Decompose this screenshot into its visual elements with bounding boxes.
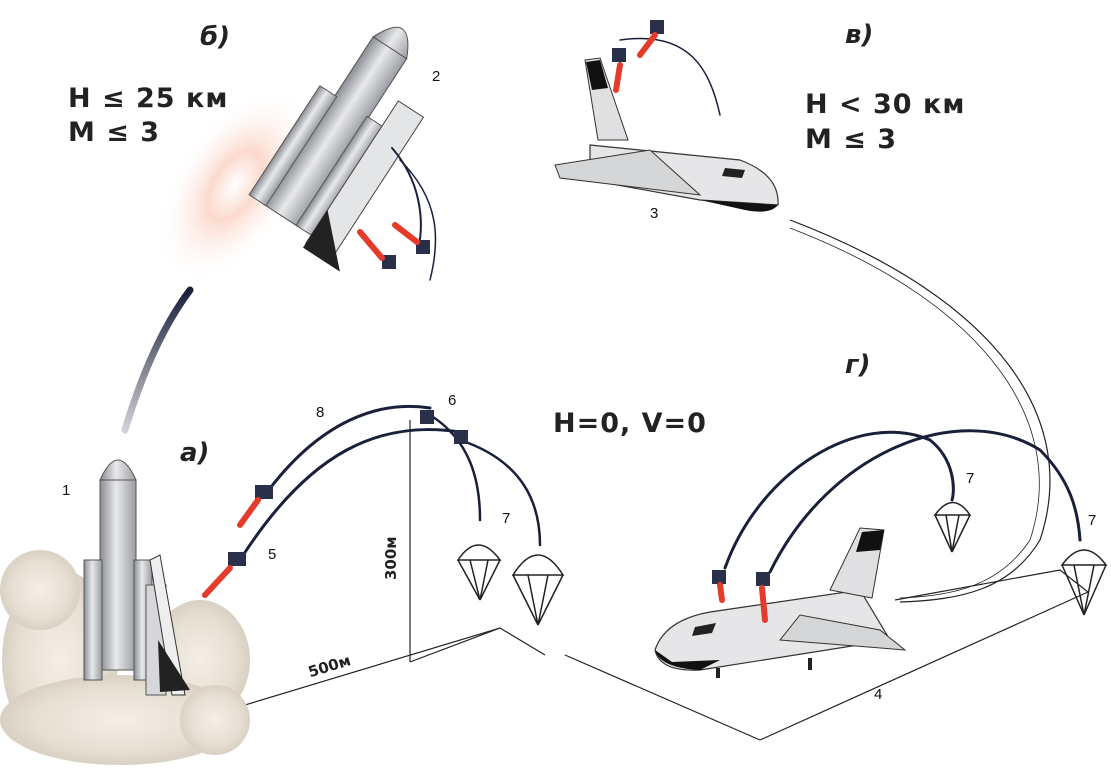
ejection-trajectories [238, 37, 1082, 574]
callout-5: 5 [268, 546, 277, 563]
condition-b-mach: M ≤ 3 [68, 117, 161, 148]
shuttle-flight [554, 57, 779, 212]
condition-v-mach: M ≤ 3 [805, 124, 898, 155]
ejection-seats [202, 20, 770, 623]
dimension-height: 300м [382, 536, 400, 580]
rocket-ascent [156, 26, 425, 284]
condition-v-altitude: H < 30 км [805, 89, 966, 120]
callout-7b: 7 [966, 470, 975, 487]
panel-label-b: б) [200, 22, 231, 52]
condition-b-altitude: H ≤ 25 км [68, 83, 229, 114]
parachutes [456, 501, 1108, 626]
launch-smoke-cloud [0, 550, 250, 765]
callout-8: 8 [316, 404, 325, 421]
shuttle-landing [654, 527, 907, 678]
rocket-launch-pad [83, 459, 190, 696]
callout-2: 2 [432, 68, 441, 85]
panel-label-v: в) [845, 20, 874, 50]
glide-path [789, 219, 1051, 603]
callout-3: 3 [650, 205, 659, 222]
panel-label-a: а) [180, 438, 210, 468]
panel-label-g: г) [845, 350, 871, 380]
callout-7a: 7 [502, 510, 511, 527]
ground-plane-a [234, 420, 546, 709]
callout-7c: 7 [1088, 512, 1097, 529]
condition-ground: H=0, V=0 [553, 408, 707, 439]
callout-6: 6 [448, 392, 457, 409]
launch-trail [121, 286, 194, 434]
callout-1: 1 [62, 482, 71, 499]
callout-4: 4 [874, 686, 883, 703]
